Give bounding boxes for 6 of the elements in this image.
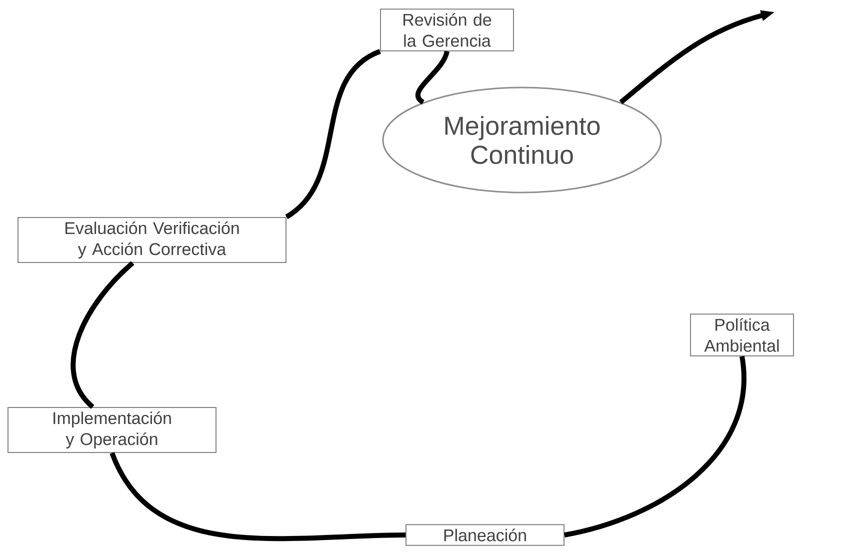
- process-box: Evaluación Verificación y Acción Correctiva: [18, 216, 286, 264]
- process-box: Política Ambiental: [690, 314, 794, 356]
- ellipse-node: Mejoramiento Continuo: [382, 86, 662, 194]
- process-box: Implementación y Operación: [8, 406, 216, 454]
- process-box: Revisión de la Gerencia: [380, 8, 514, 52]
- process-box: Planeación: [406, 524, 564, 546]
